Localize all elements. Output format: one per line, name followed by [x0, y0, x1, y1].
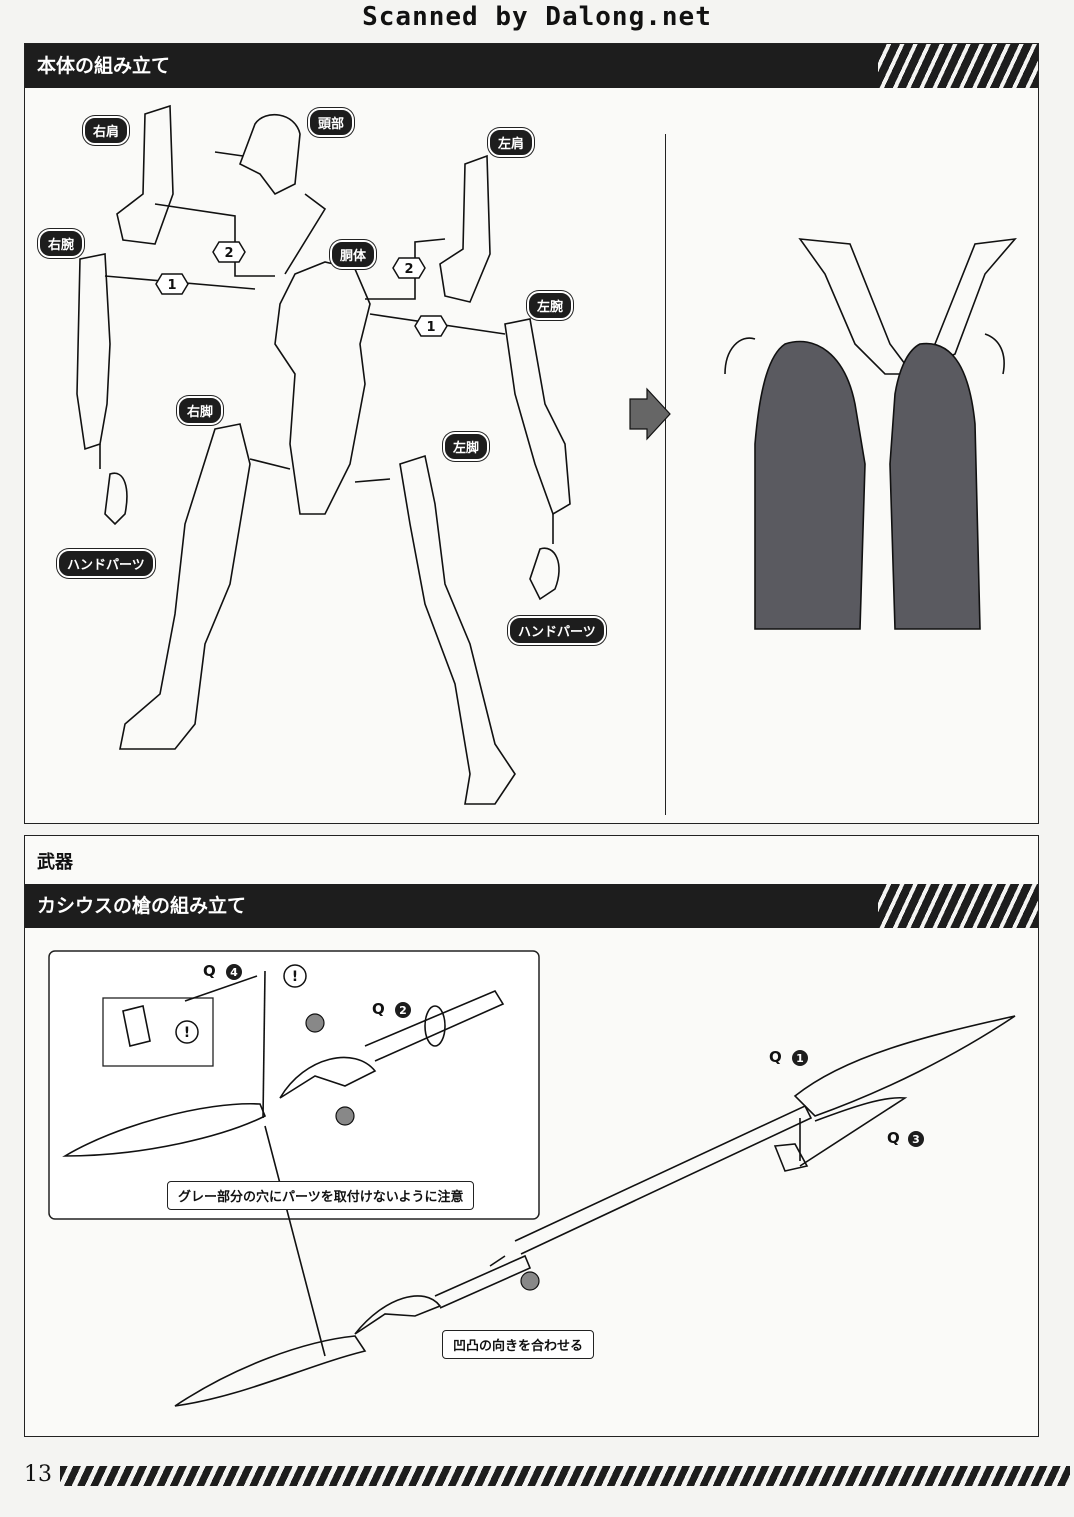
label-right-leg: 右脚 — [177, 396, 224, 425]
left-leg-part — [399, 454, 516, 805]
q1-number-badge — [792, 1050, 808, 1066]
left-shoulder-part — [439, 154, 491, 303]
inset-detail-part — [122, 1005, 151, 1047]
warning-mark: ! — [184, 1025, 190, 1041]
connector-head — [284, 193, 327, 275]
label-right-arm: 右腕 — [38, 229, 85, 258]
section-title: 本体の組み立て — [37, 55, 171, 77]
step-2-text-right: 2 — [404, 262, 413, 277]
spear-blade-bottom — [174, 1335, 367, 1407]
q3-number-badge — [908, 1131, 924, 1147]
step-2-badge-left — [212, 241, 246, 263]
right-arm-part — [76, 253, 111, 451]
warning-mark: ! — [292, 969, 298, 985]
waist-part — [798, 237, 1017, 375]
q4-number: 4 — [230, 966, 238, 979]
warning-icon — [283, 964, 307, 988]
note-gray-holes: グレー部分の穴にパーツを取付けないように注意 — [167, 1181, 475, 1210]
inset-spear-shaft — [364, 989, 505, 1062]
q4-number-badge — [226, 964, 242, 980]
inset-panel — [48, 950, 540, 1220]
gray-hole-marker — [335, 1106, 355, 1126]
spear-main-shaft — [514, 1104, 813, 1255]
label-torso: 胴体 — [330, 240, 377, 269]
note-align: 凹凸の向きを合わせる — [442, 1330, 595, 1359]
right-hand-part — [104, 472, 128, 526]
right-leg-part — [119, 423, 251, 750]
left-arm-part — [504, 318, 571, 516]
label-left-leg: 左脚 — [443, 432, 490, 461]
gray-hole-marker — [305, 1013, 325, 1033]
spear-clip-part — [773, 1143, 809, 1172]
q1-number: 1 — [796, 1052, 804, 1065]
left-leg-shaded — [889, 342, 981, 630]
spear-assembly-diagram: ! ! 4 2 1 3 — [48, 950, 1016, 1407]
spear-fork-bottom — [354, 1295, 442, 1335]
scanner-watermark: Scanned by Dalong.net — [362, 2, 712, 32]
spear-section-header: カシウスの槍の組み立て — [25, 884, 1038, 928]
left-hand-part — [529, 547, 560, 601]
q2-label: Q — [372, 1000, 385, 1018]
rotate-arrow-left — [724, 337, 756, 375]
right-shoulder-part — [116, 104, 174, 245]
label-right-shoulder: 右肩 — [83, 116, 130, 145]
warning-icon — [175, 1020, 199, 1044]
q2-number-badge — [395, 1002, 411, 1018]
connector-align — [489, 1255, 506, 1267]
rotate-arrow-right — [984, 333, 1005, 375]
right-leg-shaded — [754, 340, 866, 630]
torso-part — [274, 261, 371, 515]
step-1-badge-right — [414, 315, 448, 337]
head-part — [238, 113, 301, 196]
inset-spear-fork — [279, 1056, 377, 1099]
q1-label: Q — [769, 1048, 782, 1066]
q3-label: Q — [887, 1129, 900, 1147]
inset-spear-ring — [424, 1005, 446, 1047]
spear-tip — [793, 1015, 1016, 1117]
label-left-arm: 左腕 — [527, 291, 574, 320]
q4-label: Q — [203, 962, 216, 980]
header-stripe — [878, 44, 1038, 88]
q3-number: 3 — [912, 1133, 920, 1146]
connector-q4 — [262, 970, 266, 1119]
connector-q4-detail — [184, 975, 258, 1002]
connector-inset-to-main — [264, 1125, 326, 1357]
weapons-section: 武器 カシウスの槍の組み立て — [24, 835, 1039, 1437]
label-left-shoulder: 左肩 — [488, 128, 535, 157]
weapons-heading: 武器 — [37, 852, 73, 873]
step-1-text-left: 1 — [167, 278, 176, 293]
spear-side-part — [799, 1096, 908, 1167]
spear-lower-shaft — [434, 1254, 532, 1309]
step-2-badge-right — [392, 257, 426, 279]
head-horn — [214, 151, 244, 157]
panel-divider — [665, 134, 666, 815]
section-header: 本体の組み立て — [25, 44, 1038, 88]
header-stripe — [878, 884, 1038, 928]
body-assembly-section: 本体の組み立て — [24, 43, 1039, 824]
label-hand-parts-right: ハンドパーツ — [508, 616, 606, 645]
connector-left-leg — [354, 478, 391, 483]
step-1-badge-left — [155, 273, 189, 295]
q2-number: 2 — [399, 1004, 407, 1017]
flow-arrow — [629, 387, 671, 441]
gray-hole-marker — [520, 1271, 540, 1291]
connector-right-leg — [249, 458, 291, 470]
footer-stripe — [60, 1466, 1070, 1486]
page-number: 13 — [24, 1462, 52, 1487]
body-assembly-diagram: 2 2 1 1 — [76, 104, 1017, 805]
connector-right-shoulder — [154, 203, 275, 277]
spear-section-title: カシウスの槍の組み立て — [37, 895, 247, 917]
label-head: 頭部 — [308, 108, 355, 137]
step-2-text-left: 2 — [224, 246, 233, 261]
label-hand-parts-left: ハンドパーツ — [57, 549, 155, 578]
step-1-text-right: 1 — [426, 320, 435, 335]
